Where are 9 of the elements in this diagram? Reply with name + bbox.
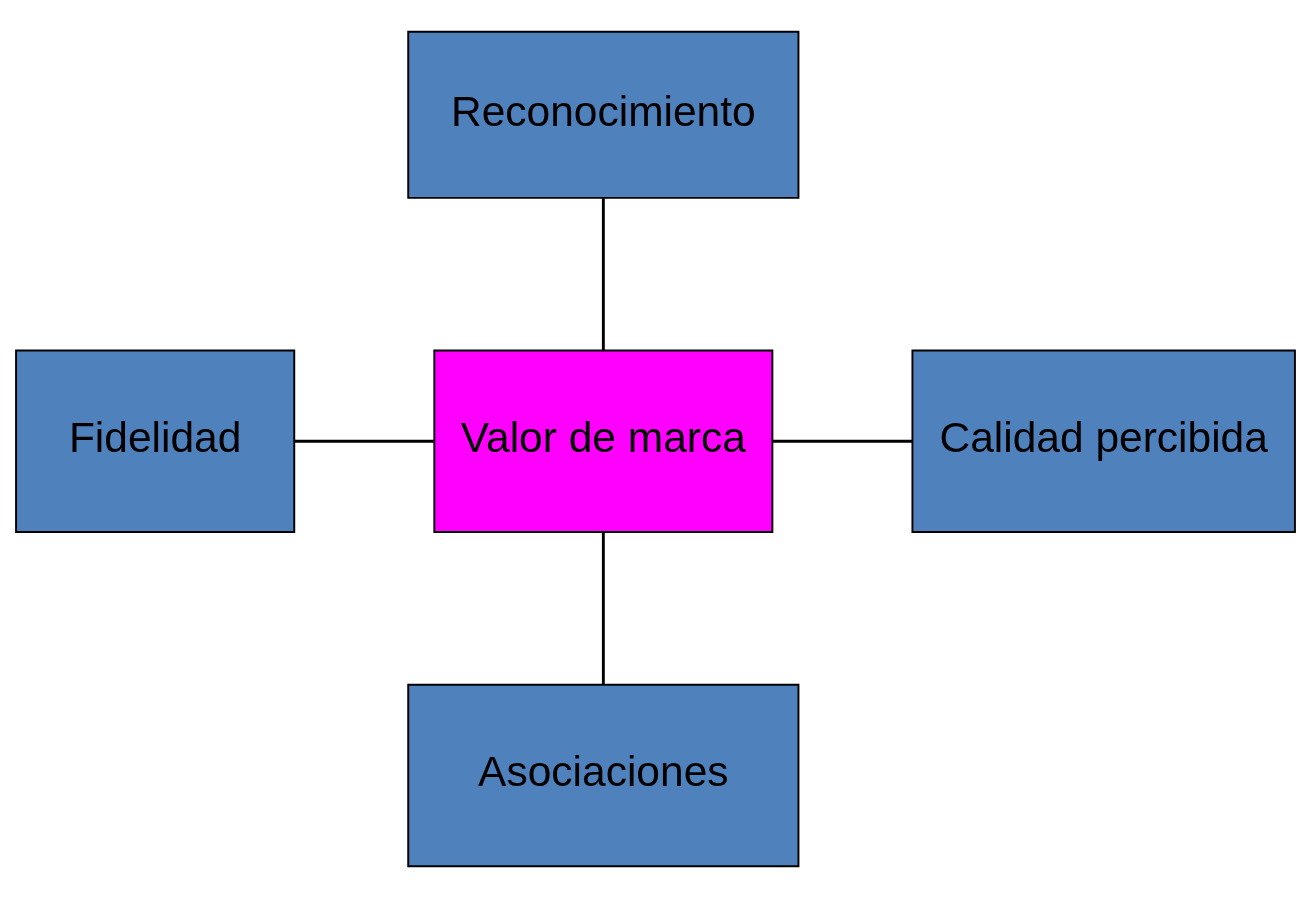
connector (601, 198, 605, 350)
node-box: Fidelidad (15, 349, 296, 534)
node-box: Calidad percibida (911, 349, 1296, 534)
connector (601, 532, 605, 685)
node-box: Asociaciones (407, 683, 800, 868)
connector (772, 439, 913, 443)
node-box: Valor de marca (433, 349, 774, 534)
connector (294, 439, 434, 443)
node-box: Reconocimiento (407, 30, 800, 199)
